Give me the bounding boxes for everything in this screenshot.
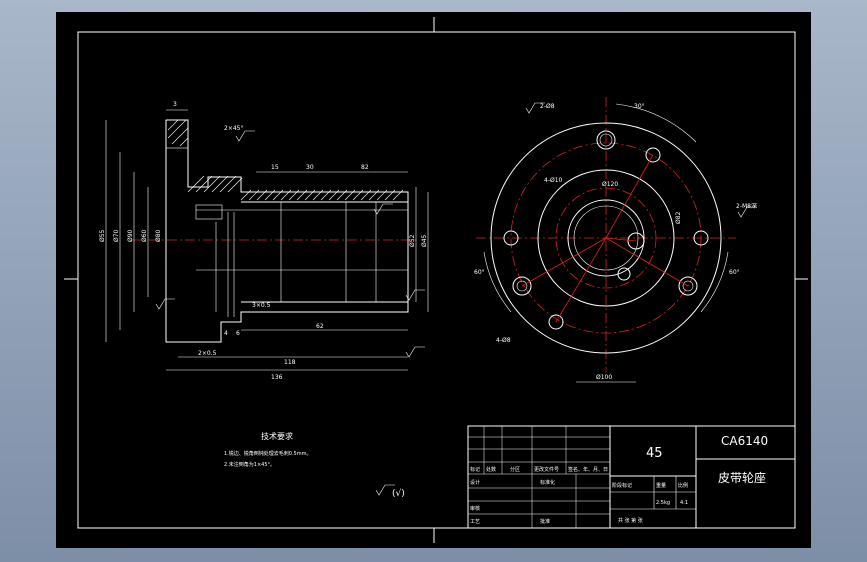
- tb-standard: 标准化: [540, 479, 555, 486]
- bolt-hole-6-inner: [516, 280, 528, 292]
- tapped-hole-1: [627, 232, 645, 250]
- inner-bore-circle: [573, 205, 639, 271]
- title-block: 标记 处数 分区 更改文件号 签名、年、月、日 设计 标准化 审核 工艺 批准 …: [467, 425, 796, 529]
- tb-material: 45: [646, 446, 663, 461]
- tb-change-doc: 更改文件号: [534, 466, 559, 473]
- bolt-hole-2: [645, 147, 661, 163]
- dim-text-c8: Ø45: [421, 234, 428, 247]
- drawing-sheet: 3 15 30 82 4 6 2×0.5 62 118 136 3×0.5 2×…: [56, 12, 811, 548]
- end-view-texts: 30° 60° 60° 2-Ø8 4-Ø10 2-M8深 Ø100 Ø120 Ø…: [474, 103, 757, 381]
- angle-text-2: 60°: [474, 269, 485, 276]
- tb-sheet-info: 共 张 第 张: [618, 517, 643, 524]
- bolt-hole-3: [693, 230, 709, 246]
- radial-lines: [521, 154, 689, 323]
- tb-labels: 标记 处数 分区 更改文件号 签名、年、月、日 设计 标准化 审核 工艺 批准 …: [470, 466, 688, 525]
- bolt-hole-4: [678, 276, 698, 296]
- tb-stage-mark: 阶段标记: [612, 482, 632, 489]
- bolt-circle: [510, 142, 702, 334]
- dim-text-d6: 6: [236, 330, 240, 337]
- dim-text-b5: Ø120: [602, 181, 618, 188]
- hole-text-2: 4-Ø10: [544, 177, 563, 184]
- keyway: [195, 204, 223, 220]
- pitch-circle: [555, 187, 657, 289]
- dim-text-d2: 15: [271, 164, 279, 171]
- dim-text-d3: 30: [306, 164, 314, 171]
- tb-ratio: 比例: [678, 482, 688, 489]
- hole-text-4: 4-Ø8: [496, 337, 511, 344]
- dim-text-d10: 136: [271, 374, 283, 381]
- dim-text-c1: 2×45°: [224, 125, 243, 132]
- tb-scale: 4:1: [680, 500, 688, 506]
- dim-text-d8: 62: [316, 323, 324, 330]
- title-block-frame: [467, 425, 796, 529]
- tb-approve: 批准: [540, 518, 550, 525]
- dim-text-d7: 2×0.5: [198, 350, 217, 357]
- dim-text-b4: Ø100: [596, 374, 612, 381]
- dim-text-d5: 4: [224, 330, 228, 337]
- tapped-hole-2: [617, 267, 631, 281]
- section-dim-texts: 3 15 30 82 4 6 2×0.5 62 118 136 3×0.5 2×…: [99, 101, 428, 381]
- hub-circle: [537, 169, 675, 307]
- tb-mark: 标记: [470, 466, 480, 473]
- dim-text-d11: 3×0.5: [252, 302, 271, 309]
- flange-outline: [165, 119, 409, 343]
- tb-grid: [468, 426, 610, 528]
- tb-mass: 2.5kg: [656, 500, 670, 506]
- tb-zone: 分区: [510, 466, 520, 473]
- tb-design: 设计: [470, 479, 480, 486]
- dim-text-d4: 82: [361, 164, 369, 171]
- bore-circle: [567, 199, 645, 277]
- dim-text-c2: Ø55: [99, 229, 106, 242]
- angle-arc-top: [615, 103, 697, 143]
- cad-drawing: 3 15 30 82 4 6 2×0.5 62 118 136 3×0.5 2×…: [64, 17, 808, 543]
- roughness-symbols: [155, 102, 757, 496]
- dim-text-c4: Ø90: [127, 229, 134, 242]
- tech-req-line1: 1.锐边、锐角倒钝处理去毛刺0.5mm。: [224, 450, 311, 457]
- tb-count: 处数: [486, 466, 496, 473]
- hole-text-3: 2-M8深: [736, 202, 757, 210]
- inner-border: [77, 31, 796, 529]
- bolt-hole-7: [503, 230, 519, 246]
- hole-text-1: 2-Ø8: [540, 103, 555, 110]
- dim-text-b6: Ø82: [675, 211, 682, 224]
- bolt-hole-4-inner: [682, 280, 694, 292]
- bolt-hole-5: [548, 314, 564, 330]
- section-hatch: [167, 119, 404, 201]
- dim-text-c7: Ø52: [409, 234, 416, 247]
- section-view: [105, 109, 429, 371]
- tb-process: 工艺: [470, 519, 480, 525]
- dim-text-d9: 118: [284, 359, 296, 366]
- tech-req-title: 技术要求: [261, 431, 293, 441]
- dim-text-c3: Ø70: [113, 229, 120, 242]
- tb-part-name: 皮带轮座: [718, 470, 766, 485]
- angle-text-3: 60°: [729, 269, 740, 276]
- dim-text-c5: Ø60: [141, 229, 148, 242]
- bolt-hole-1-inner: [599, 133, 613, 147]
- outer-circle: [490, 122, 722, 354]
- tb-weight: 重量: [656, 482, 666, 489]
- angle-arc-left: [483, 251, 512, 313]
- tb-review: 审核: [470, 505, 480, 512]
- tech-requirements: 技术要求 1.锐边、锐角倒钝处理去毛刺0.5mm。 2.未注倒角为1×45°。 …: [224, 431, 405, 499]
- bolt-hole-1: [596, 130, 616, 150]
- end-view: [476, 97, 736, 383]
- tb-code: CA6140: [721, 434, 768, 448]
- flange-lug: [165, 119, 189, 149]
- tech-req-line2: 2.未注倒角为1×45°。: [224, 461, 275, 468]
- angle-text-1: 30°: [634, 103, 645, 110]
- dim-text-c6: Ø80: [155, 229, 162, 242]
- dim-text-d1: 3: [173, 101, 177, 108]
- tb-sign-date: 签名、年、月、日: [568, 466, 608, 473]
- bolt-hole-6: [512, 276, 532, 296]
- roughness-note: (√): [392, 488, 405, 499]
- angle-arc-right: [700, 251, 729, 313]
